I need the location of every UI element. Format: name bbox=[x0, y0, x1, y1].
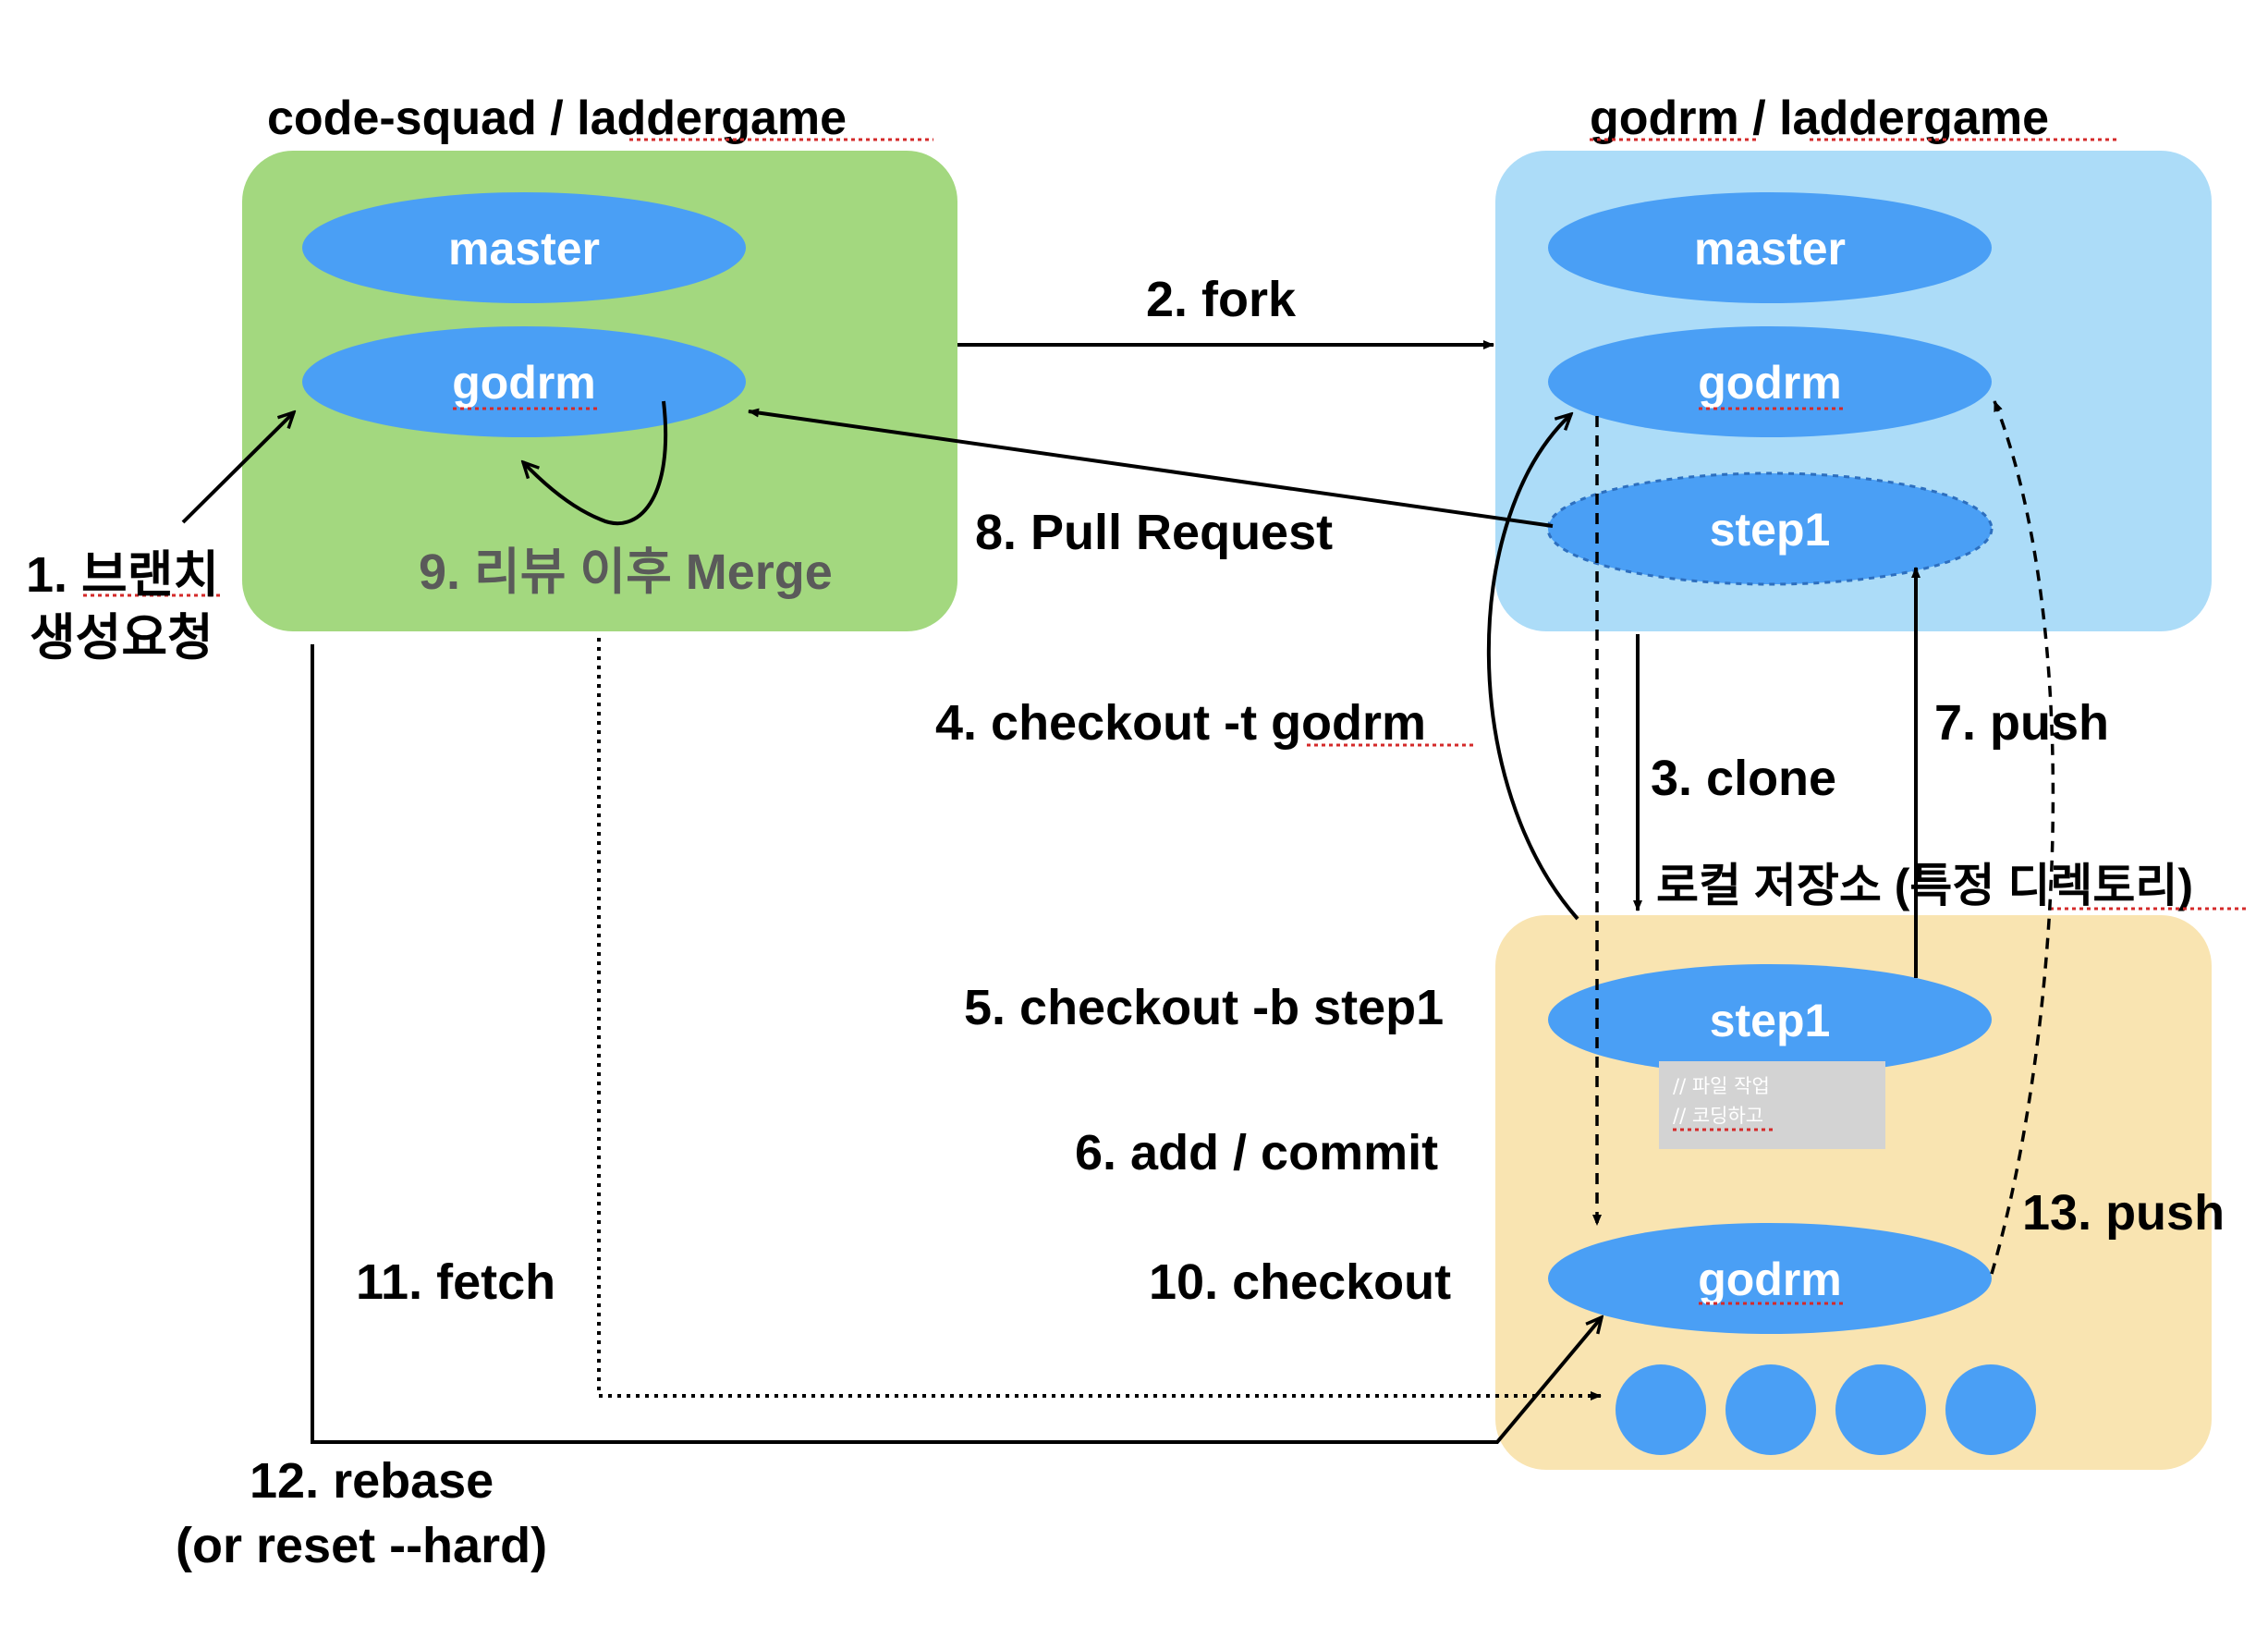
fork-step1-branch bbox=[1546, 471, 1994, 586]
step5-label: 5. checkout -b step1 bbox=[964, 980, 1444, 1035]
merge-label: 9. 리뷰 이후 Merge bbox=[419, 544, 833, 600]
step1-label-line1: 1. 브랜치 bbox=[26, 547, 219, 603]
step7-label: 7. push bbox=[1934, 695, 2109, 751]
arrow-branch-request bbox=[181, 412, 294, 524]
fork-master-branch bbox=[1548, 192, 1992, 303]
step12-label-line2: (or reset --hard) bbox=[176, 1518, 547, 1573]
step4-label: 4. checkout -t godrm bbox=[935, 695, 1426, 751]
arrow-fetch bbox=[597, 638, 1602, 1400]
arrow-pull-request bbox=[748, 408, 1554, 528]
commit-dots bbox=[1616, 1364, 2036, 1455]
origin-master-branch bbox=[302, 192, 746, 303]
origin-master-label: master bbox=[448, 223, 600, 275]
local-step1-branch bbox=[1548, 964, 1992, 1075]
arrow-push-godrm bbox=[1990, 400, 2055, 1275]
fork-godrm-branch bbox=[1548, 326, 1992, 437]
fork-master-label: master bbox=[1694, 223, 1846, 275]
work-note-line2: // 코딩하고 bbox=[1673, 1105, 1763, 1127]
commit-dot bbox=[1616, 1364, 1706, 1455]
step10-label: 10. checkout bbox=[1149, 1254, 1451, 1310]
arrow-merge bbox=[523, 400, 668, 526]
fork-step1-label: step1 bbox=[1710, 504, 1831, 556]
step13-label: 13. push bbox=[2022, 1185, 2225, 1241]
local-godrm-branch bbox=[1548, 1223, 1992, 1334]
origin-godrm-label: godrm bbox=[452, 357, 596, 409]
arrow-checkout-track bbox=[1486, 414, 1579, 921]
step11-label: 11. fetch bbox=[356, 1254, 555, 1310]
work-note-box bbox=[1659, 1061, 1885, 1149]
step8-label: 8. Pull Request bbox=[975, 505, 1333, 560]
step6-label: 6. add / commit bbox=[1075, 1125, 1438, 1180]
work-note-line1: // 파일 작업 bbox=[1673, 1075, 1770, 1097]
origin-repo-title: code-squad / laddergame bbox=[267, 92, 847, 145]
local-repo-title: 로컬 저장소 (특정 디렉토리) bbox=[1656, 860, 2193, 911]
commit-dot bbox=[1945, 1364, 2036, 1455]
fork-godrm-label: godrm bbox=[1698, 357, 1842, 409]
step2-label: 2. fork bbox=[1146, 272, 1297, 327]
arrow-rebase bbox=[311, 644, 1602, 1444]
origin-godrm-branch bbox=[302, 326, 746, 437]
step12-label-line1: 12. rebase bbox=[250, 1453, 494, 1509]
local-godrm-label: godrm bbox=[1698, 1254, 1842, 1305]
fork-repo-title: godrm / laddergame bbox=[1590, 92, 2049, 145]
spellcheck-underlines bbox=[83, 138, 2250, 1305]
step3-label: 3. clone bbox=[1651, 751, 1836, 806]
commit-dot bbox=[1725, 1364, 1816, 1455]
local-step1-label: step1 bbox=[1710, 995, 1831, 1046]
step1-label-line2: 생성요청 bbox=[30, 610, 213, 666]
commit-dot bbox=[1835, 1364, 1926, 1455]
